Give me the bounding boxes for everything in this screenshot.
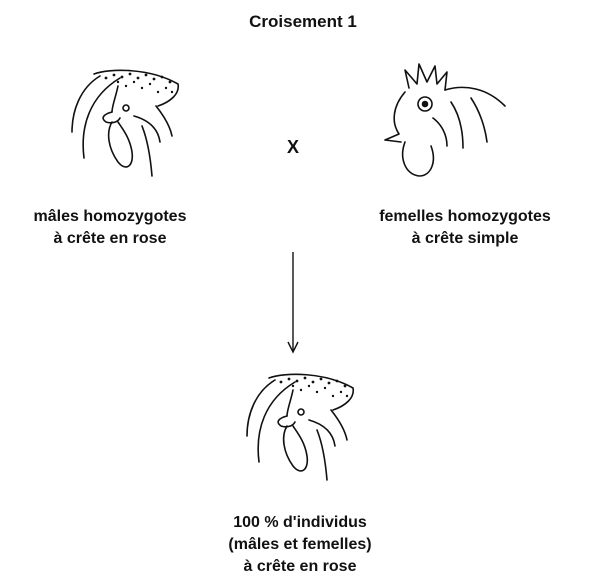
down-arrow-icon — [283, 252, 303, 356]
offspring-rooster-icon — [235, 370, 375, 495]
rooster-rose-comb-icon — [60, 66, 200, 191]
offspring-label: 100 % d'individus (mâles et femelles) à … — [180, 512, 420, 578]
diagram-title: Croisement 1 — [0, 12, 606, 32]
hen-single-comb-icon — [375, 62, 515, 182]
cross-symbol: X — [287, 137, 299, 158]
parent-male-label: mâles homozygotes à crête en rose — [0, 206, 220, 250]
parent-female-label: femelles homozygotes à crête simple — [340, 206, 590, 250]
